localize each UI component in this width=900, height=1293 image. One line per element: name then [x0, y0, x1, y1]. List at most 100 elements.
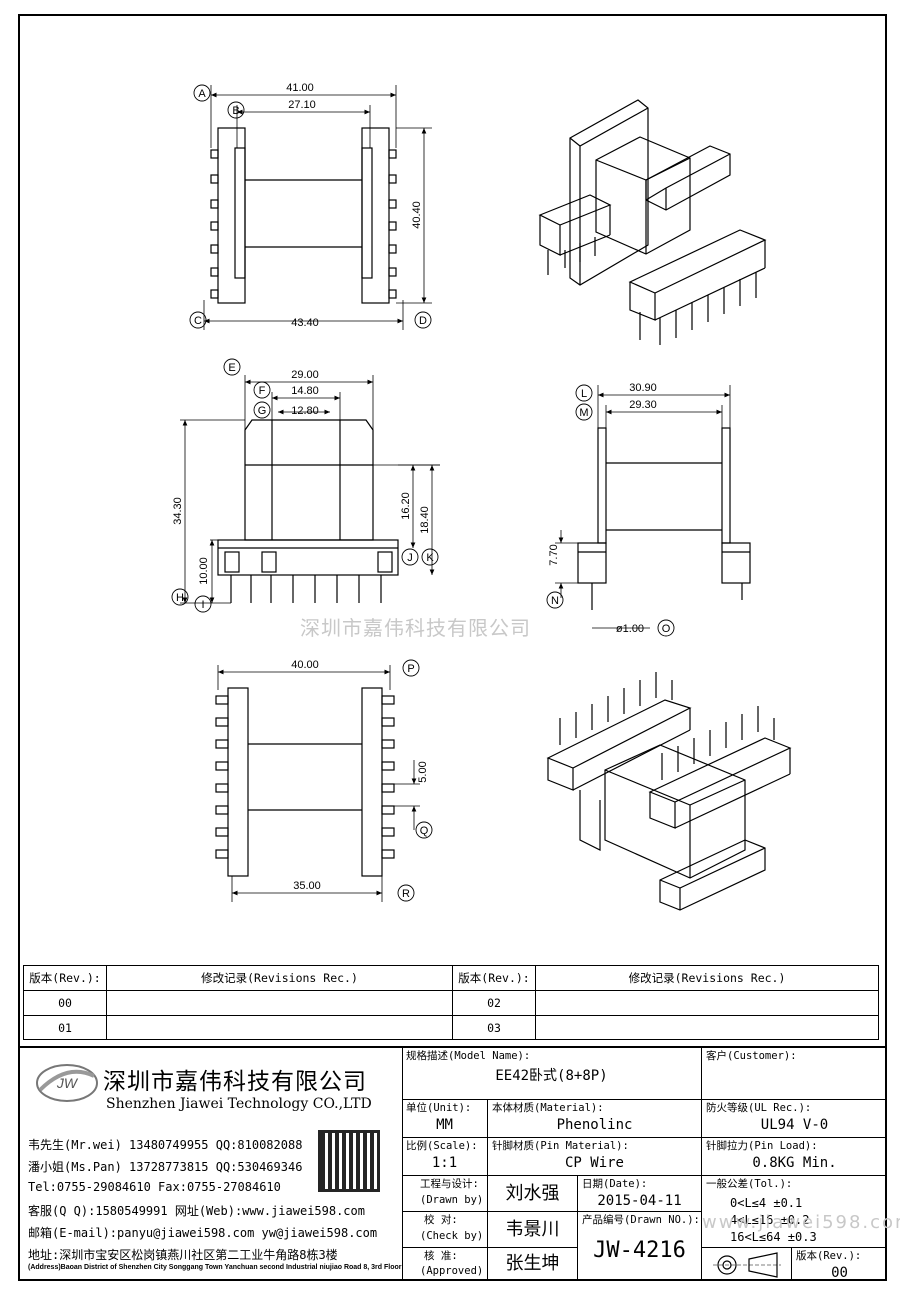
label-e: E	[228, 362, 235, 374]
rev-cell: 版本(Rev.): 00	[792, 1248, 887, 1281]
rev-row-2-rec	[107, 1016, 453, 1039]
tolerance-row-1: 0<L≤4 ±0.1	[730, 1196, 803, 1210]
watermark-website: www.jiawei598.com	[702, 1212, 900, 1233]
label-b: B	[232, 105, 239, 117]
customer-label: 客户(Customer):	[706, 1050, 797, 1062]
dim-29-3: 29.30	[629, 399, 657, 411]
qr-code	[318, 1130, 380, 1192]
company-panel: JW 深圳市嘉伟科技有限公司 Shenzhen Jiawei Technolog…	[18, 1048, 403, 1281]
label-k: K	[426, 552, 434, 564]
bottom-view-left-pins	[215, 695, 229, 859]
tolerance-cell: 一般公差(Tol.): 0<L≤4 ±0.1 4<L≤16 ±0.2 16<L≤…	[702, 1176, 887, 1248]
dim-35: 35.00	[293, 880, 321, 892]
rev-row-1-rev2: 02	[453, 991, 536, 1016]
unit-label: 单位(Unit):	[406, 1102, 472, 1114]
watermark-company: 深圳市嘉伟科技有限公司	[300, 616, 531, 640]
rev-row-1-rev: 00	[24, 991, 107, 1016]
material-cell: 本体材质(Material): Phenolinc	[488, 1100, 702, 1138]
approved-value-cell: 张生坤	[488, 1248, 578, 1281]
address-en: (Address)Baoan District of Shenzhen City…	[28, 1264, 402, 1271]
scale-cell: 比例(Scale): 1:1	[402, 1138, 488, 1176]
approved-label-cell: 核 准: (Approved)	[402, 1248, 488, 1281]
pin-load-value: 0.8KG Min.	[752, 1155, 837, 1171]
label-f: F	[259, 385, 266, 397]
label-m: M	[579, 407, 588, 419]
pin-load-cell: 针脚拉力(Pin Load): 0.8KG Min.	[702, 1138, 887, 1176]
projection-symbol-icon	[713, 1252, 781, 1278]
contact-pan: 潘小姐(Ms.Pan) 13728773815 QQ:530469346	[28, 1160, 303, 1174]
rev-row-2-rec2	[536, 1016, 878, 1039]
check-value: 韦景川	[505, 1219, 560, 1240]
top-view-right-pins	[388, 149, 397, 299]
dim-7-7: 7.70	[548, 544, 560, 565]
label-i: I	[201, 599, 204, 611]
date-value: 2015-04-11	[597, 1193, 682, 1209]
rev-value: 00	[831, 1265, 848, 1281]
ul-cell: 防火等级(UL Rec.): UL94 V-0	[702, 1100, 887, 1138]
company-logo: JW	[36, 1064, 98, 1102]
dim-12-8: 12.80	[291, 405, 319, 417]
dim-27-1: 27.10	[288, 99, 316, 111]
tolerance-label: 一般公差(Tol.):	[706, 1178, 793, 1190]
address-cn: 地址:深圳市宝安区松岗镇燕川社区第二工业牛角路8栋3楼	[28, 1248, 338, 1262]
rev-row-2-rev2: 03	[453, 1016, 536, 1039]
label-a: A	[198, 88, 206, 100]
label-l: L	[581, 388, 587, 400]
model-value: EE42卧式(8+8P)	[495, 1068, 608, 1084]
date-label: 日期(Date):	[582, 1178, 648, 1190]
dim-14-8: 14.80	[291, 385, 319, 397]
contact-tel: Tel:0755-29084610 Fax:0755-27084610	[28, 1180, 281, 1194]
check-label-cell: 校 对: (Check by)	[402, 1212, 488, 1248]
label-h: H	[176, 592, 184, 604]
rev-row-1-rec2	[536, 991, 878, 1016]
check-label-en: (Check by)	[420, 1230, 484, 1242]
label-n: N	[551, 595, 559, 607]
label-q: Q	[420, 825, 429, 837]
approved-value: 张生坤	[505, 1253, 560, 1274]
drawn-no-value: JW-4216	[593, 1238, 686, 1263]
dim-10: 10.00	[198, 557, 210, 585]
dim-34-3: 34.30	[172, 497, 184, 525]
projection-symbol-cell	[702, 1248, 792, 1281]
front-view	[171, 358, 440, 613]
label-c: C	[194, 315, 202, 327]
drawn-no-cell: 产品编号(Drawn NO.): JW-4216	[578, 1212, 702, 1281]
model-label: 规格描述(Model Name):	[406, 1050, 531, 1062]
dim-41: 41.00	[286, 82, 314, 94]
top-view	[189, 84, 432, 330]
approved-label-en: (Approved)	[420, 1265, 484, 1277]
revision-table: 版本(Rev.): 修改记录(Revisions Rec.) 版本(Rev.):…	[23, 965, 879, 1040]
dim-30-9: 30.90	[629, 382, 657, 394]
rev-header-3: 版本(Rev.):	[453, 966, 536, 991]
rev-label: 版本(Rev.):	[796, 1250, 862, 1262]
ul-value: UL94 V-0	[760, 1117, 829, 1133]
check-label: 校 对:	[424, 1214, 458, 1226]
ul-label: 防火等级(UL Rec.):	[706, 1102, 812, 1114]
dim-dia-1: ø1.00	[616, 623, 644, 635]
rev-header-2: 修改记录(Revisions Rec.)	[107, 966, 453, 991]
isometric-view-top	[538, 99, 767, 345]
company-name-cn: 深圳市嘉伟科技有限公司	[103, 1069, 367, 1095]
company-logo-text: JW	[56, 1075, 79, 1091]
unit-value: MM	[436, 1117, 453, 1133]
dim-43-4: 43.40	[291, 317, 319, 329]
top-view-left-pins	[210, 149, 219, 299]
label-g: G	[258, 405, 267, 417]
date-cell: 日期(Date): 2015-04-11	[578, 1176, 702, 1212]
material-value: Phenolinc	[556, 1117, 633, 1133]
check-value-cell: 韦景川	[488, 1212, 578, 1248]
drawing-sheet	[18, 14, 887, 1281]
scale-label: 比例(Scale):	[406, 1140, 478, 1152]
rev-row-2-rev: 01	[24, 1016, 107, 1039]
label-j: J	[407, 552, 413, 564]
label-d: D	[419, 315, 427, 327]
bottom-view	[215, 659, 433, 902]
rev-header-1: 版本(Rev.):	[24, 966, 107, 991]
pin-material-label: 针脚材质(Pin Material):	[492, 1140, 629, 1152]
technical-drawing: A B C D 41.00 27.10 43.40 40.40 E F G H …	[171, 82, 792, 911]
scale-value: 1:1	[431, 1155, 458, 1171]
drawn-label: 工程与设计:	[420, 1178, 479, 1190]
pin-material-cell: 针脚材质(Pin Material): CP Wire	[488, 1138, 702, 1176]
dim-40-4: 40.40	[411, 201, 423, 229]
model-cell: 规格描述(Model Name): EE42卧式(8+8P)	[402, 1048, 702, 1100]
